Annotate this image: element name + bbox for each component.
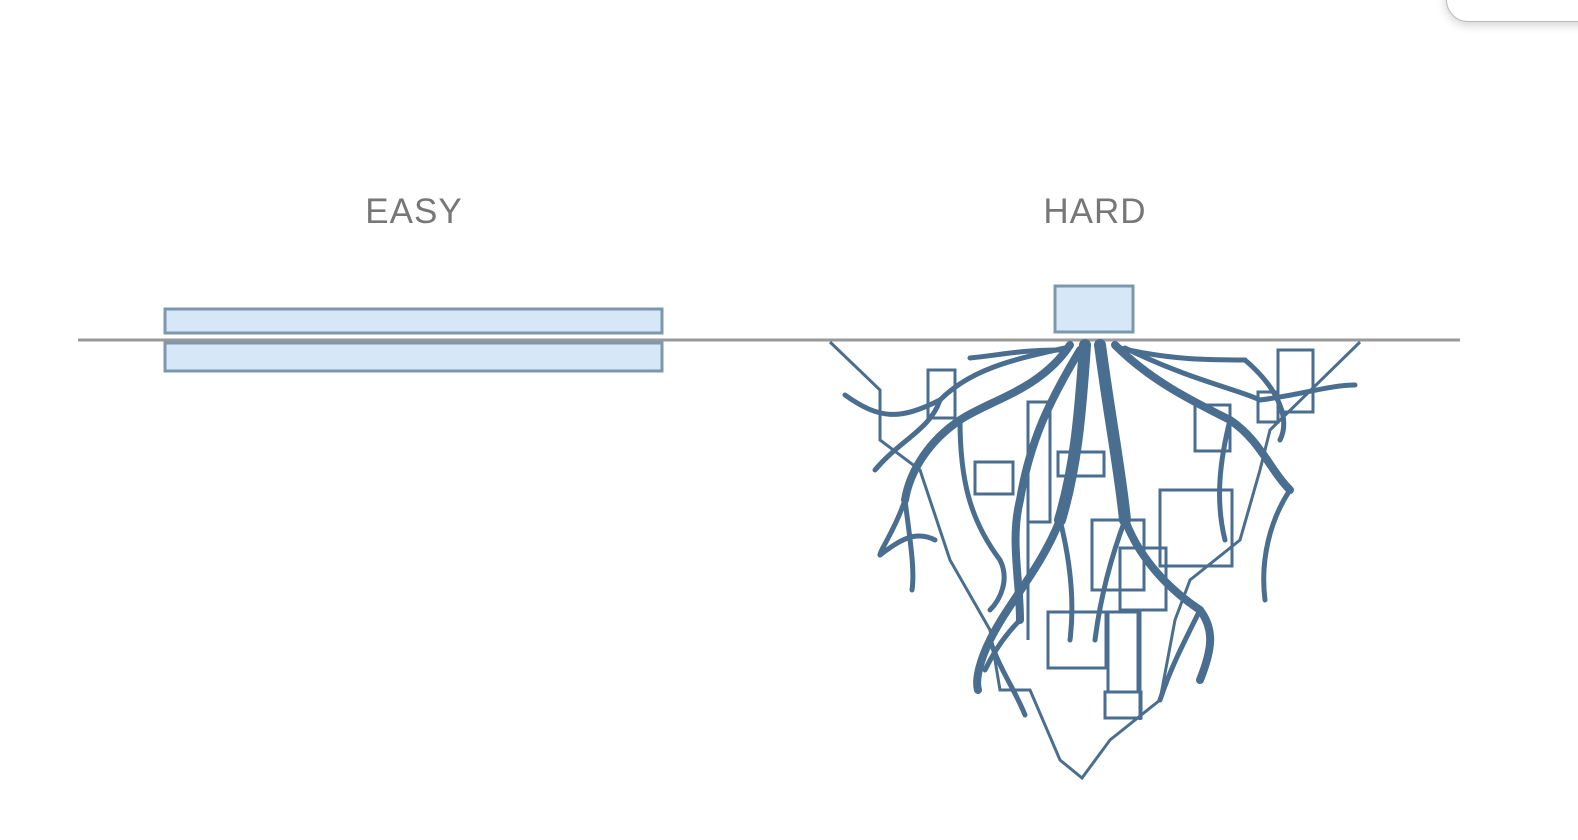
easy-block [163, 307, 664, 373]
hard-block [1053, 284, 1135, 334]
roots [842, 339, 1358, 718]
hard-label: HARD [1043, 192, 1147, 231]
easy-label: EASY [365, 192, 463, 231]
